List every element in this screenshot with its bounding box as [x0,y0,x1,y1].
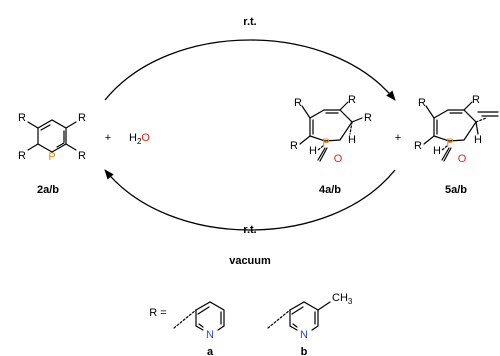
substituent-a-structure [173,301,225,331]
c4-r-bottom-left: R [290,140,298,152]
c4-phosphorus: P [322,137,329,149]
forward-arrow [104,39,396,101]
compound-4-structure [299,101,363,162]
c5-r-top-right: R [472,94,480,106]
c2-r-bottom-right: R [78,150,86,162]
r-equals: R = [149,307,166,319]
c5-r-top-left: R [418,97,426,109]
c2-r-top-left: R [18,112,26,124]
c5-phosphorus: P [446,137,453,149]
c5-r-bottom-left: R [414,140,422,152]
water: H2O [129,132,150,146]
c4-h-phosphorus: H [309,145,317,157]
c2-label: 2a/b [37,184,59,196]
c4-r-top-right: R [348,94,356,106]
c5-label: 5a/b [445,184,467,196]
c5-h-carbon: H [474,134,482,146]
c4-oxygen: O [334,153,343,165]
c5-oxygen: O [458,153,467,165]
plus-sign-1: + [105,132,111,144]
reverse-arrow [104,169,396,231]
forward-condition: r.t. [243,16,256,28]
substituent-b-structure [267,301,331,331]
substituent-b-label: b [301,346,308,356]
substituent-a-nitrogen: N [206,329,214,341]
substituent-b-nitrogen: N [300,329,308,341]
reverse-condition-bottom: vacuum [229,255,271,267]
substituent-b-methyl: CH3 [332,292,353,306]
reverse-condition-top: r.t. [243,224,256,236]
c2-r-top-right: R [78,112,86,124]
compound-5-structure [423,101,499,162]
c4-r-right: R [364,112,372,124]
c2-r-bottom-left: R [18,150,26,162]
plus-sign-2: + [395,132,401,144]
compound-2-structure [27,119,77,153]
c5-h-phosphorus: H [433,145,441,157]
c4-r-top-left: R [294,97,302,109]
c2-phosphorus: P [48,151,55,163]
substituent-a-label: a [207,346,214,356]
c4-h-carbon: H [348,134,356,146]
c4-label: 4a/b [319,184,341,196]
